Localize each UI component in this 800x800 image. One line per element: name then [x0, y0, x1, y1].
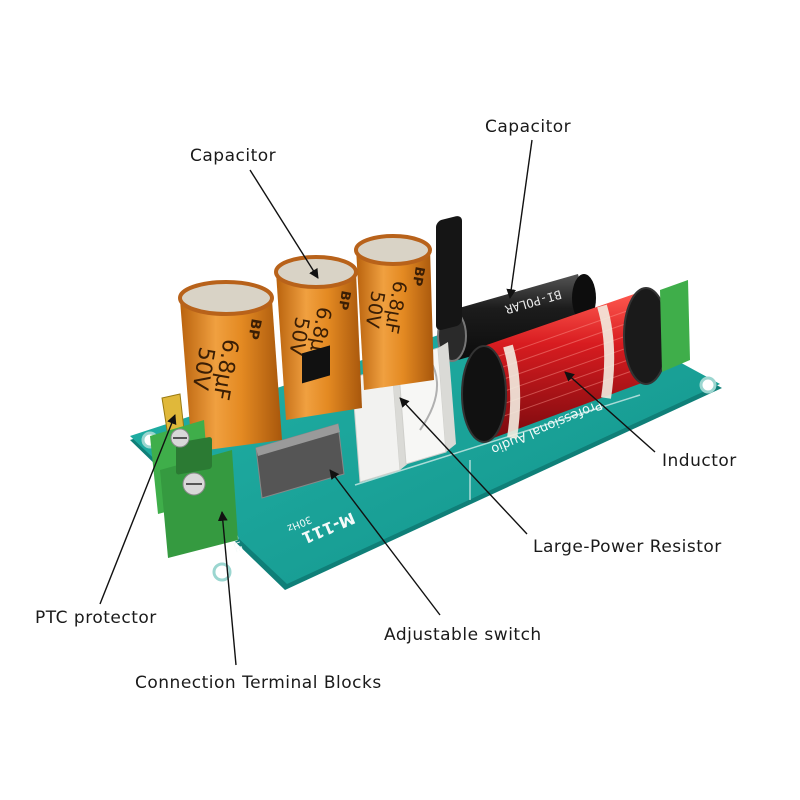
arrow-ptc	[99, 414, 177, 605]
cap2-brand: BP	[335, 289, 353, 311]
terminal-blocks	[150, 420, 238, 558]
arrow-inductor	[564, 371, 656, 453]
label-resistor: Large-Power Resistor	[533, 537, 722, 557]
orange-capacitor-3: BP 6.8μF 50V	[354, 234, 434, 390]
arrow-switch	[329, 469, 441, 616]
arrow-terminals	[217, 511, 237, 666]
mount-hole	[212, 562, 232, 582]
cap3-brand: BP	[409, 265, 427, 287]
cap1-brand: BP	[244, 317, 263, 340]
mount-hole	[699, 376, 717, 394]
orange-capacitor-2: BP 6.8μF 50V	[274, 255, 362, 420]
label-switch: Adjustable switch	[384, 625, 542, 645]
label-inductor: Inductor	[662, 451, 737, 471]
slide-switch: 30Hz	[255, 345, 345, 533]
arrow-capacitor-right	[506, 139, 533, 299]
orange-capacitor-1: BP 6.8μF 50V	[178, 280, 282, 452]
label-capacitor-right: Capacitor	[485, 117, 572, 137]
arrow-capacitor-left	[249, 169, 319, 279]
inductor	[436, 216, 690, 443]
label-terminals: Connection Terminal Blocks	[135, 673, 382, 693]
label-capacitor-left: Capacitor	[190, 146, 277, 166]
arrow-resistor	[399, 397, 528, 535]
callout-arrows	[99, 139, 656, 666]
label-ptc: PTC protector	[35, 608, 157, 628]
